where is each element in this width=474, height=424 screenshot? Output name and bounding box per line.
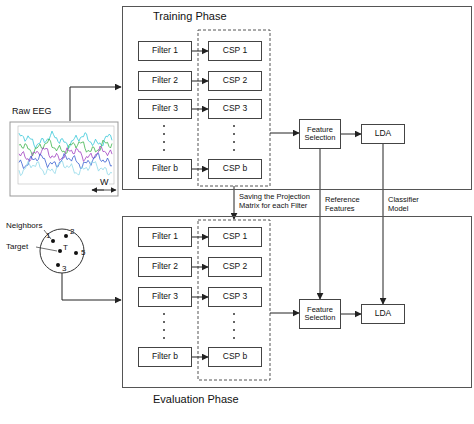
connector (383, 144, 384, 304)
box-label: LDA (375, 309, 392, 318)
connector (192, 237, 208, 238)
process-box: Filter 2 (138, 257, 192, 277)
phase-panel: Evaluation PhaseFilter 1Filter 2Filter 3… (122, 216, 472, 388)
edge-label: Classifier Model (388, 196, 436, 213)
phase-title: Training Phase (153, 10, 227, 22)
box-label: CSP 1 (223, 46, 247, 55)
input-arrow (70, 87, 121, 121)
box-label: CSP 3 (223, 292, 247, 301)
process-box: Filter b (138, 347, 192, 367)
csp-group (198, 220, 270, 380)
note-label: 2 (70, 227, 74, 236)
box-label: Filter b (152, 164, 178, 173)
process-box: Filter 3 (138, 99, 192, 119)
process-box: CSP 3 (208, 287, 262, 307)
process-box: Filter 2 (138, 71, 192, 91)
input-arrow (62, 273, 121, 300)
connector (192, 357, 208, 358)
process-box: Filter b (138, 159, 192, 179)
window-arrow (92, 190, 104, 191)
eeg-trace (19, 131, 112, 149)
process-box: Filter 3 (138, 287, 192, 307)
process-box: CSP 1 (208, 227, 262, 247)
connector (341, 314, 361, 315)
box-label: CSP b (223, 352, 247, 361)
eeg-axes (18, 126, 114, 184)
box-label: CSP 2 (223, 76, 247, 85)
process-box: CSP b (208, 347, 262, 367)
note-label: Raw EEG (12, 106, 52, 116)
selection-box: Feature Selection (299, 299, 341, 329)
connector (320, 149, 321, 299)
box-label: Feature Selection (300, 306, 340, 323)
group-arrow (270, 313, 299, 314)
process-box: CSP 3 (208, 99, 262, 119)
connector (192, 51, 208, 52)
process-box: CSP 2 (208, 71, 262, 91)
selection-box: Feature Selection (299, 119, 341, 149)
box-label: Filter 3 (152, 104, 178, 113)
connector (192, 267, 208, 268)
phase-title: Evaluation Phase (153, 393, 239, 405)
process-box: Filter 1 (138, 41, 192, 61)
connector (192, 297, 208, 298)
eeg-trace (19, 153, 112, 168)
csp-group (198, 30, 270, 186)
connector (192, 109, 208, 110)
box-label: Filter 1 (152, 232, 178, 241)
note-label: Neighbors (6, 221, 42, 230)
note-label: Target (6, 242, 28, 251)
window-arrow (92, 190, 116, 191)
note-label: W (100, 177, 109, 187)
note-label: T (63, 243, 68, 252)
note-label: 3 (62, 264, 66, 273)
edge-label: Reference Features (325, 196, 373, 213)
box-label: Filter 1 (152, 46, 178, 55)
phase-panel: Training PhaseFilter 1 Filter 2 Filter 3 Fi… (122, 6, 472, 190)
connector (192, 81, 208, 82)
process-box: CSP b (208, 159, 262, 179)
connector (192, 169, 208, 170)
leader-line (36, 247, 57, 251)
process-box: LDA (361, 124, 405, 144)
neighbour-circle (40, 229, 84, 273)
box-label: LDA (375, 129, 392, 138)
connector (341, 134, 361, 135)
box-label: CSP b (223, 164, 247, 173)
box-label: Feature Selection (300, 126, 340, 143)
eeg-trace (19, 161, 112, 175)
box-label: Filter 3 (152, 292, 178, 301)
eeg-frame (10, 122, 118, 196)
process-box: CSP 1 (208, 41, 262, 61)
box-label: Filter b (152, 352, 178, 361)
eeg-traces (19, 131, 112, 175)
note-label: Saving the Projection Matrix for each Fi… (239, 193, 315, 210)
note-label: 5 (81, 248, 85, 257)
save-arrow (234, 186, 235, 219)
box-label: CSP 3 (223, 104, 247, 113)
box-label: CSP 2 (223, 262, 247, 271)
process-box: CSP 2 (208, 257, 262, 277)
process-box: Filter 1 (138, 227, 192, 247)
box-label: CSP 1 (223, 232, 247, 241)
process-box: LDA (361, 304, 405, 324)
box-label: Filter 2 (152, 76, 178, 85)
group-arrow (270, 133, 299, 134)
note-label: 1 (46, 231, 50, 240)
box-label: Filter 2 (152, 262, 178, 271)
